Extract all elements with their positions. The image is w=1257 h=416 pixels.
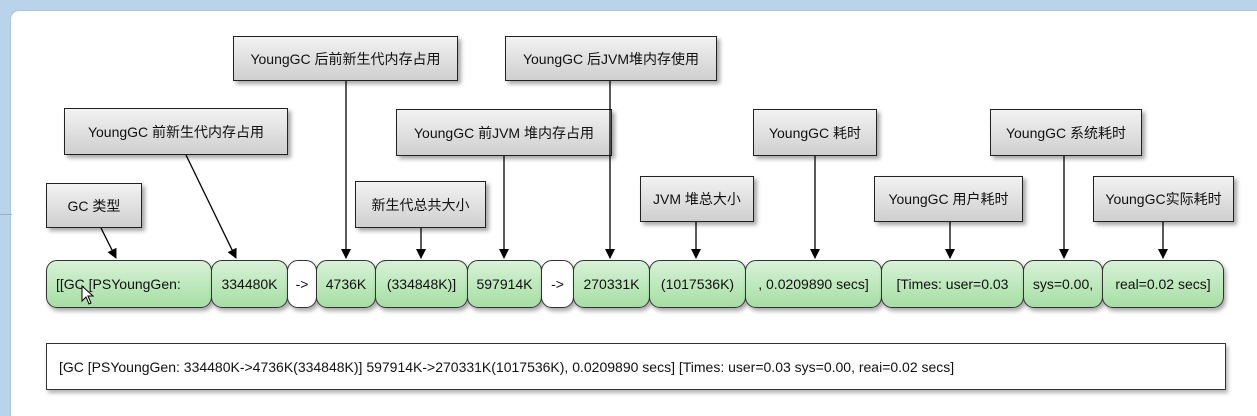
segment-heap-total: (1017536K) (649, 260, 746, 308)
summary-log-line: [GC [PSYoungGen: 334480K->4736K(334848K)… (46, 343, 1226, 390)
label-younggc-before-new: YoungGC 前新生代内存占用 (64, 108, 288, 155)
label-younggc-real-time: YoungGC实际耗时 (1093, 176, 1234, 222)
segment-real: real=0.02 secs] (1102, 260, 1224, 308)
label-younggc-user-time: YoungGC 用户耗时 (874, 176, 1023, 222)
segment-gc-psyounggen: [[GC [PSYoungGen: (46, 260, 212, 308)
label-younggc-before-jvm: YoungGC 前JVM 堆内存占用 (396, 109, 612, 156)
segment-sys: sys=0.00, (1023, 260, 1103, 308)
segment-times-user: [Times: user=0.03 (881, 260, 1024, 308)
label-younggc-after-new: YoungGC 后前新生代内存占用 (233, 36, 458, 81)
label-younggc-after-jvm: YoungGC 后JVM堆内存使用 (505, 36, 717, 81)
label-gc-type: GC 类型 (46, 183, 142, 228)
mouse-cursor-icon (81, 285, 95, 305)
label-younggc-time: YoungGC 耗时 (753, 109, 877, 156)
segment-young-total: (334848K)] (375, 260, 468, 308)
segment-duration: , 0.0209890 secs] (745, 260, 882, 308)
label-jvm-heap-total: JVM 堆总大小 (640, 176, 754, 222)
guide-tick (0, 214, 12, 215)
segment-heap-before: 597914K (467, 260, 542, 308)
segment-heap-after: 270331K (573, 260, 650, 308)
segment-arrow-2: -> (541, 260, 574, 308)
segment-young-before: 334480K (211, 260, 288, 308)
segment-young-after: 4736K (316, 260, 376, 308)
label-new-total-size: 新生代总共大小 (355, 181, 486, 228)
label-younggc-sys-time: YoungGC 系统耗时 (990, 109, 1142, 156)
segment-arrow-1: -> (287, 260, 317, 308)
